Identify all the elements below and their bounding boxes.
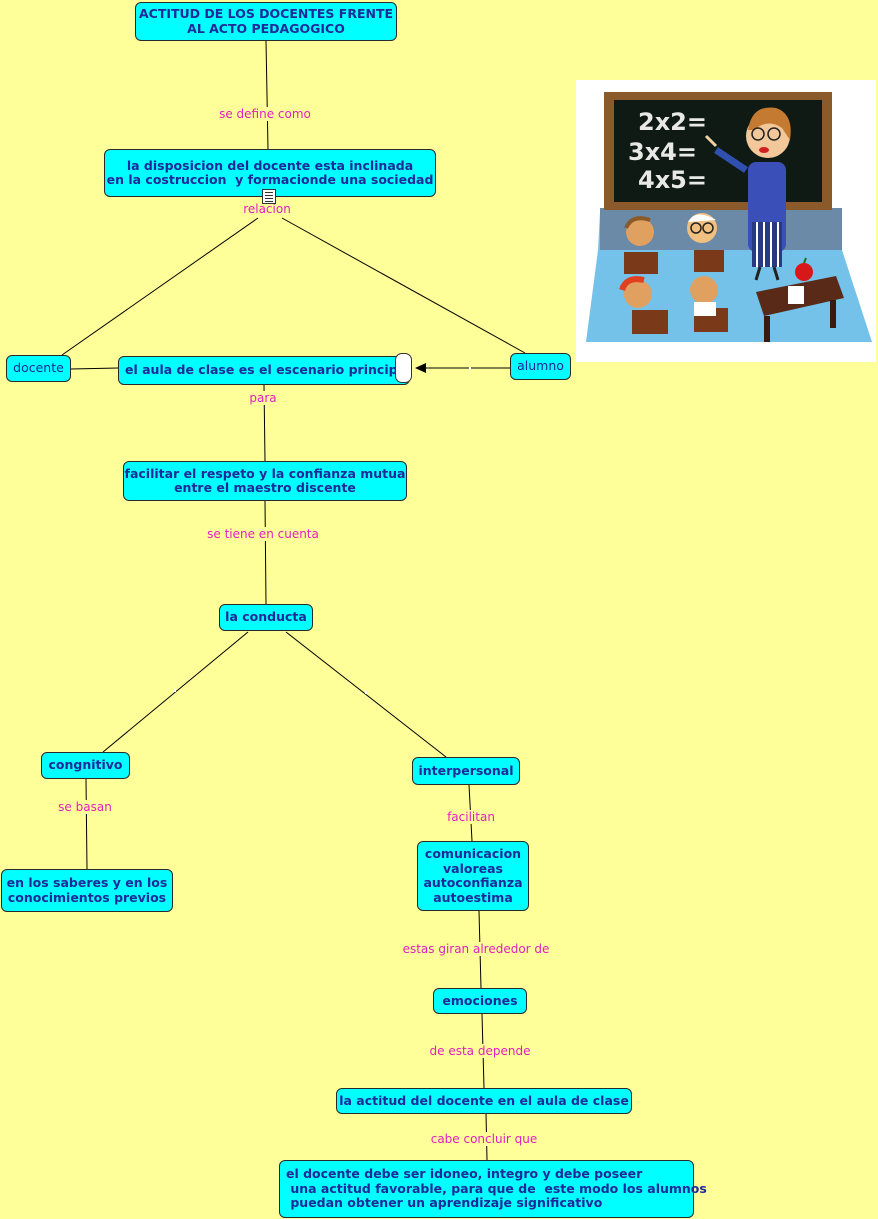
concept-alumno[interactable]: alumno: [510, 353, 571, 380]
concept-actitud[interactable]: la actitud del docente en el aula de cla…: [336, 1088, 632, 1114]
concept-docente[interactable]: docente: [6, 355, 71, 382]
link-label-de-esta-depende: de esta depende: [427, 1044, 533, 1058]
concept-title[interactable]: ACTITUD DE LOS DOCENTES FRENTE AL ACTO P…: [135, 2, 397, 41]
link-label-cabe-concluir: cabe concluir que: [428, 1132, 540, 1146]
concept-conclusion[interactable]: el docente debe ser idoneo, integro y de…: [279, 1160, 707, 1218]
link-label-se-define-como: se define como: [217, 107, 313, 121]
concept-facilitar[interactable]: facilitar el respeto y la confianza mutu…: [123, 461, 407, 501]
link-label-para: para: [247, 391, 279, 405]
concept-aula[interactable]: el aula de clase es el escenario princip…: [118, 356, 410, 385]
concept-emociones[interactable]: emociones: [433, 988, 527, 1014]
board-line-3: 4x5=: [638, 166, 707, 194]
classroom-illustration: 2x2= 3x4= 4x5=: [576, 80, 876, 362]
resize-handle[interactable]: [395, 353, 412, 383]
board-line-1: 2x2=: [638, 108, 707, 136]
link-label-relacion: relacion: [241, 202, 293, 216]
link-label-estas-giran: estas giran alrededor de: [400, 942, 552, 956]
concept-disposicion[interactable]: la disposicion del docente esta inclinad…: [104, 149, 436, 197]
link-label-facilitan: facilitan: [445, 810, 497, 824]
concept-interpersonal[interactable]: interpersonal: [412, 757, 520, 785]
board-line-2: 3x4=: [628, 138, 697, 166]
concept-comunicacion[interactable]: comunicacion valoreas autoconfianza auto…: [417, 841, 529, 911]
link-label-se-tiene-en-cuenta: se tiene en cuenta: [205, 527, 321, 541]
concept-congnitivo[interactable]: congnitivo: [41, 752, 130, 779]
concept-saberes[interactable]: en los saberes y en los conocimientos pr…: [1, 869, 173, 912]
concept-conducta[interactable]: la conducta: [219, 604, 313, 631]
link-label-se-basan: se basan: [56, 800, 114, 814]
document-icon[interactable]: [262, 189, 276, 204]
